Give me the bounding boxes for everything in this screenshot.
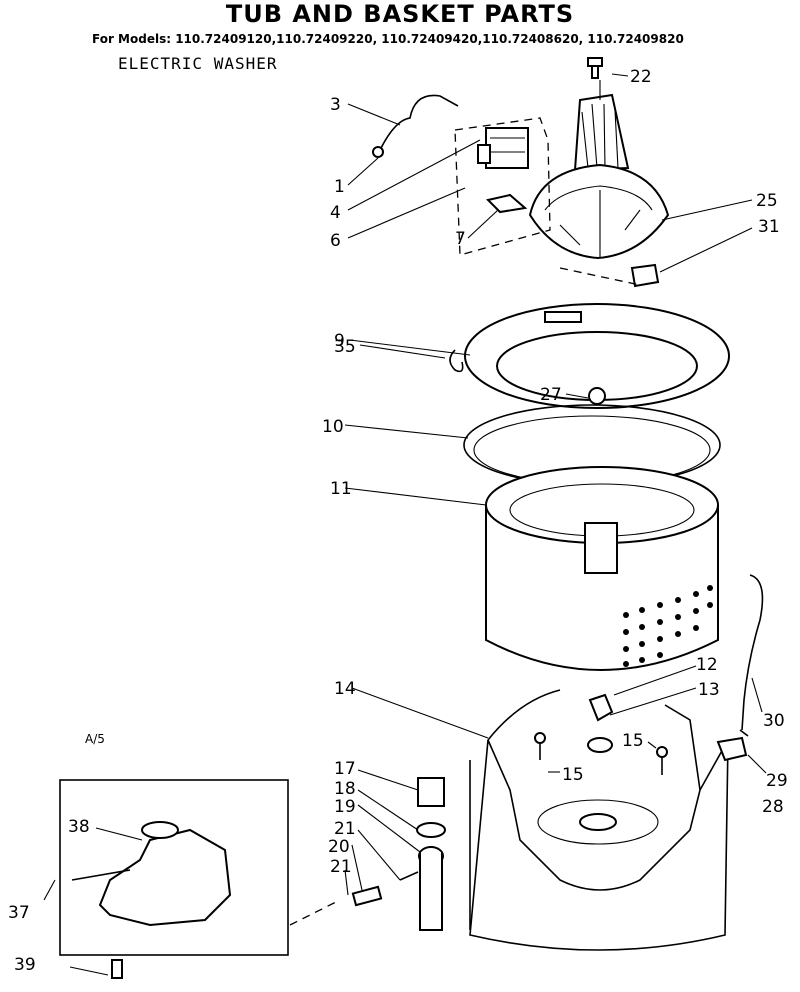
part-15-bolts [534, 732, 668, 775]
callout-15b: 15 [622, 731, 644, 751]
part-25-agitator [528, 80, 670, 260]
callout-12: 12 [696, 655, 718, 675]
diagram-subtitle: ELECTRIC WASHER [118, 54, 278, 73]
callout-11: 11 [330, 479, 352, 499]
callout-13: 13 [698, 680, 720, 700]
callout-15a: 15 [562, 765, 584, 785]
callout-9: 9 [334, 331, 345, 351]
callout-29: 29 [766, 771, 788, 791]
callout-6: 6 [330, 231, 341, 251]
callout-20: 20 [328, 837, 350, 857]
callout-35: 35 [334, 337, 356, 357]
callout-19: 19 [334, 797, 356, 817]
callout-38: 38 [68, 817, 90, 837]
part-9-tub-ring [464, 303, 730, 409]
part-31-cap [630, 263, 660, 288]
part-14-outer-tub [469, 689, 729, 951]
page-note: A/5 [85, 732, 105, 746]
callout-22: 22 [630, 67, 652, 87]
callout-17: 17 [334, 759, 356, 779]
callout-39: 39 [14, 955, 36, 975]
callout-3: 3 [330, 95, 341, 115]
callout-27: 27 [540, 385, 562, 405]
part-35-clip [449, 349, 464, 373]
part-17-21-assembly [351, 760, 471, 931]
callout-30: 30 [763, 711, 785, 731]
callout-21b: 21 [330, 857, 352, 877]
callout-14: 14 [334, 679, 356, 699]
part-30-hose [739, 574, 764, 737]
callout-10: 10 [322, 417, 344, 437]
callout-7: 7 [455, 229, 466, 249]
callout-28: 28 [762, 797, 784, 817]
callout-31: 31 [758, 217, 780, 237]
callout-37: 37 [8, 903, 30, 923]
part-29-bracket [716, 736, 748, 762]
part-switch-assembly [372, 94, 551, 256]
basket-holes [623, 585, 713, 667]
callout-1: 1 [334, 177, 345, 197]
model-numbers: For Models: 110.72409120,110.72409220, 1… [92, 32, 684, 46]
part-12-nut [587, 693, 614, 753]
part-11-basket [485, 466, 719, 671]
callout-18: 18 [334, 779, 356, 799]
part-38-pump-box [59, 779, 289, 979]
callout-4: 4 [330, 203, 341, 223]
callout-21a: 21 [334, 819, 356, 839]
part-22-bolt [587, 57, 603, 79]
callout-numbers: 3 1 4 6 7 22 25 31 9 27 10 11 35 14 12 1… [8, 67, 788, 975]
leader-lines [43, 73, 767, 976]
diagram-title: TUB AND BASKET PARTS [225, 0, 575, 28]
callout-25: 25 [756, 191, 778, 211]
